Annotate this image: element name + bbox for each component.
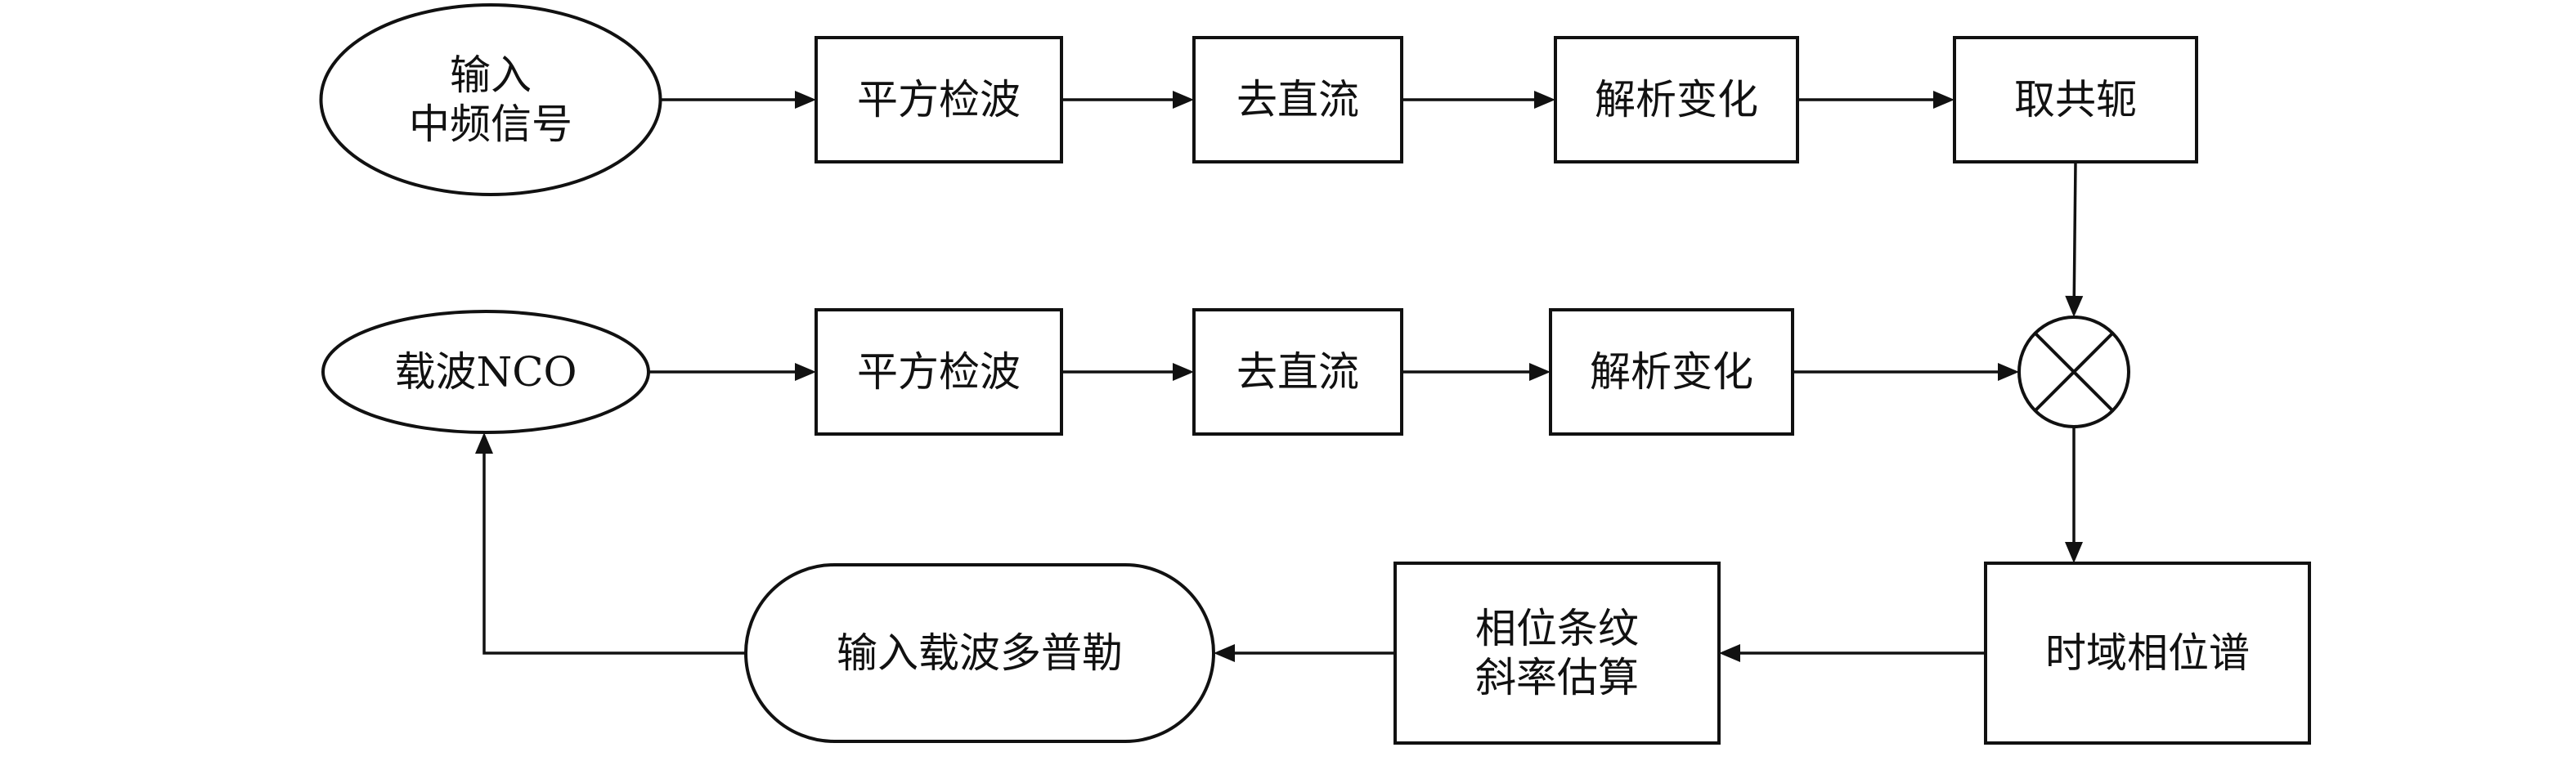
multiply-cross-icon [2034,332,2114,412]
rect-shape [1554,36,1799,163]
edge-slope-estimation-to-input-carrier-doppler [1214,644,1395,662]
arrowhead [1534,91,1555,109]
edge-analytic-transform-1-to-conjugate [1797,91,1954,109]
node-analytic-transform-1: 解析变化 [1554,36,1799,163]
arrowhead [795,363,816,381]
edges-layer [475,91,2084,662]
rect-shape [1549,308,1794,436]
edge-line [2072,161,2077,297]
edge-time-phase-spectrum-to-slope-estimation [1719,644,1986,662]
node-label-line: 斜率估算 [1475,654,1639,701]
rect-shape [1984,562,2311,745]
arrowhead [2065,542,2083,563]
node-label-line: 去直流 [1236,348,1359,396]
node-multiplier [2017,316,2130,428]
edge-conjugate-to-multiplier [2065,161,2084,317]
node-label-line: 输入载波多普勒 [837,629,1123,677]
node-label-line: 解析变化 [1595,76,1758,123]
rect-shape [1393,562,1721,745]
arrowhead [475,432,493,454]
node-label-line: 中频信号 [409,101,572,148]
edge-square-detect-2-to-dc-removal-2 [1061,363,1194,381]
node-time-phase-spectrum: 时域相位谱 [1984,562,2311,745]
arrowhead [1173,91,1194,109]
rect-shape [815,308,1063,436]
node-label-line: 相位条纹 [1475,605,1639,652]
stadium-shape [744,563,1215,743]
node-label-line: 载波NCO [395,348,577,396]
edge-dc-removal-1-to-analytic-transform-1 [1402,91,1555,109]
node-conjugate: 取共轭 [1953,36,2198,163]
rect-shape [1192,36,1403,163]
node-label-line: 取共轭 [2014,76,2137,123]
node-label-line: 时域相位谱 [2045,629,2250,677]
node-label-line: 输入 [450,51,532,99]
edge-multiplier-to-time-phase-spectrum [2065,427,2083,563]
arrowhead [795,91,816,109]
node-input-carrier-doppler: 输入载波多普勒 [744,563,1215,743]
node-dc-removal-2: 去直流 [1192,308,1403,436]
node-analytic-transform-2: 解析变化 [1549,308,1794,436]
node-carrier-nco: 载波NCO [321,310,650,434]
rect-shape [1953,36,2198,163]
edge-dc-removal-2-to-analytic-transform-2 [1402,363,1551,381]
arrowhead [2065,295,2084,317]
node-square-detect-2: 平方检波 [815,308,1063,436]
arrowhead [1529,363,1551,381]
arrowhead [1173,363,1194,381]
ellipse-shape [321,310,650,434]
edge-input-carrier-doppler-to-carrier-nco [475,432,746,655]
edge-square-detect-1-to-dc-removal-1 [1061,91,1194,109]
edge-analytic-transform-2-to-multiplier [1793,363,2019,381]
node-label-line: 解析变化 [1590,348,1753,396]
edge-line [482,454,746,655]
arrowhead [1998,363,2019,381]
arrowhead [1719,644,1740,662]
node-label-line: 平方检波 [857,348,1021,396]
arrowhead [1214,644,1235,662]
rect-shape [1192,308,1403,436]
node-dc-removal-1: 去直流 [1192,36,1403,163]
ellipse-shape [319,3,662,196]
node-label-line: 去直流 [1236,76,1359,123]
arrowhead [1933,91,1954,109]
node-label-line: 平方检波 [857,76,1021,123]
edge-input-if-signal-to-square-detect-1 [661,91,816,109]
node-square-detect-1: 平方检波 [815,36,1063,163]
edge-carrier-nco-to-square-detect-2 [648,363,816,381]
rect-shape [815,36,1063,163]
